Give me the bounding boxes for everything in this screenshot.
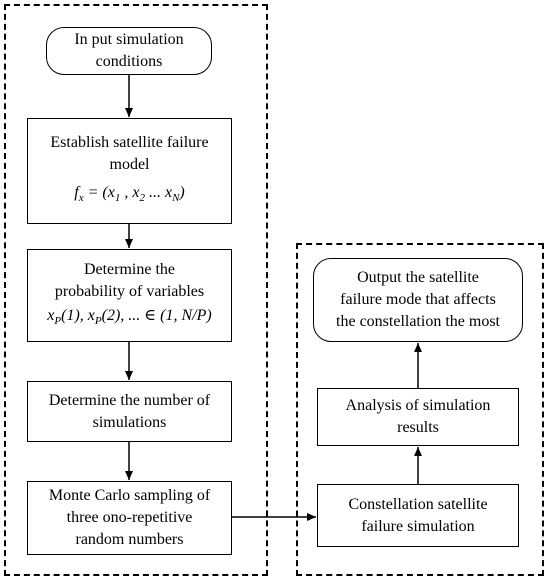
output-line-3: the constellation the most [336,313,500,330]
analysis-line-1: Analysis of simulation [345,397,491,414]
monte-carlo-line-2: three ono-repetitive [66,509,193,526]
monte-carlo-node: Monte Carlo sampling of three ono-repeti… [27,481,232,555]
right-process-group [296,243,544,576]
output-line-2: failure mode that affects [340,291,496,308]
input-line-2: conditions [95,53,163,70]
probability-line-1: Determine the [83,260,176,278]
output-line-1: Output the satellite [357,269,479,286]
output-failure-mode-node: Output the satellite failure mode that a… [313,258,523,342]
num-sim-line-2: simulations [92,413,167,431]
probability-line-2: probability of variables [54,282,205,300]
constellation-line-2: failure simulation [361,517,475,535]
probability-node: Determine the probability of variables x… [27,249,232,342]
analysis-line-2: results [397,419,439,436]
failure-model-line-1: Establish satellite failure [50,134,209,152]
constellation-line-1: Constellation satellite [348,495,488,513]
analysis-results-node: Analysis of simulation results [317,388,519,446]
failure-model-line-2: model [109,156,150,174]
number-of-simulations-node: Determine the number of simulations [27,381,232,442]
failure-model-node: Establish satellite failure model fx = (… [27,118,232,224]
probability-formula: xP(1), xP(2), ... ∈ (1, N/P) [47,306,212,328]
constellation-simulation-node: Constellation satellite failure simulati… [317,484,519,547]
left-process-group [4,4,268,576]
input-simulation-conditions-node: In put simulation conditions [46,27,212,75]
num-sim-line-1: Determine the number of [48,391,211,409]
input-line-1: In put simulation [74,31,184,48]
monte-carlo-line-3: random numbers [75,531,184,548]
monte-carlo-line-1: Monte Carlo sampling of [48,487,211,504]
failure-model-formula: fx = (x1 , x2 ... xN) [74,184,185,205]
